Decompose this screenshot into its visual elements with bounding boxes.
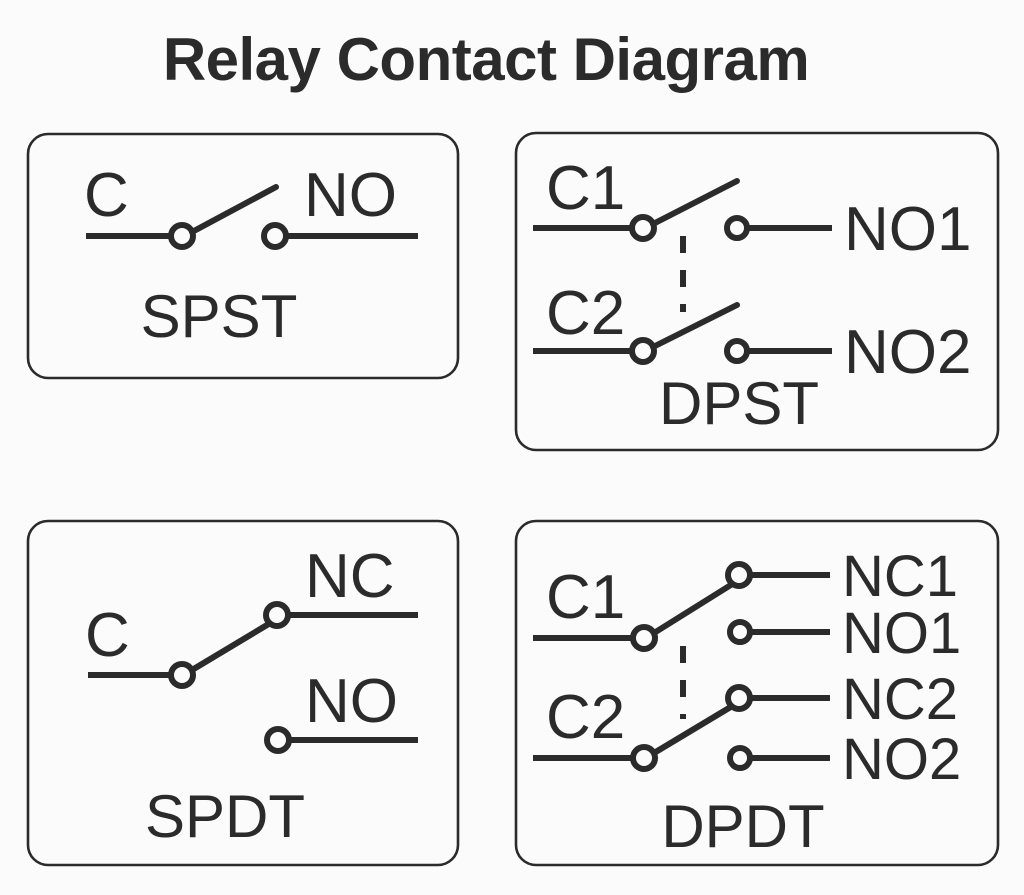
spst-blade [189, 184, 279, 235]
dpdt-no1-terminal [727, 619, 753, 645]
dpst-caption: DPST [659, 370, 819, 437]
dpdt-common1-terminal [630, 624, 658, 652]
panel-spst-border [26, 132, 460, 380]
panel-dpst: C1 C2 NO1 NO2 DPST [514, 131, 1000, 452]
dpdt-nc1-label: NC1 [842, 544, 958, 609]
dpst-common2-label: C2 [546, 279, 625, 348]
dpst-common1-terminal [629, 214, 657, 242]
dpst-common2-terminal [629, 337, 657, 365]
dpdt-no1-label: NO1 [842, 601, 961, 666]
dpdt-common2-terminal [630, 744, 658, 772]
dpst-no2-terminal [724, 338, 750, 364]
dpdt-nc1-terminal [725, 561, 753, 589]
dpdt-common2-label: C2 [546, 683, 625, 752]
spst-common-terminal [168, 222, 196, 250]
panel-dpdt-border [514, 519, 1000, 867]
dpdt-blade1 [651, 580, 737, 636]
spdt-nc-terminal [263, 601, 291, 629]
spst-caption: SPST [141, 283, 298, 350]
spst-no-terminal [261, 222, 289, 250]
panel-dpst-border [514, 131, 1000, 452]
dpst-no1-terminal [724, 215, 750, 241]
spdt-nc-label: NC [305, 542, 395, 611]
dpdt-nc2-label: NC2 [842, 667, 958, 732]
panel-spdt: C NC NO SPDT [26, 519, 460, 867]
panel-dpdt: C1 C2 NC1 NO1 NC2 NO2 DPDT [514, 519, 1000, 867]
dpdt-nc2-terminal [725, 684, 753, 712]
dpdt-blade2 [651, 702, 737, 756]
panel-spst: C NO SPST [26, 132, 460, 380]
dpst-blade2 [650, 302, 740, 350]
spdt-common-terminal [168, 661, 196, 689]
dpdt-caption: DPDT [661, 793, 824, 860]
spdt-blade [189, 619, 275, 673]
spst-common-label: C [84, 161, 129, 230]
spdt-no-label: NO [305, 667, 398, 736]
spst-no-label: NO [304, 161, 397, 230]
page-title: Relay Contact Diagram [163, 26, 809, 93]
dpst-no2-label: NO2 [844, 318, 971, 387]
dpdt-no2-terminal [727, 745, 753, 771]
dpst-common1-label: C1 [546, 154, 625, 223]
dpst-no1-label: NO1 [844, 195, 971, 264]
spdt-common-label: C [85, 601, 130, 670]
dpst-blade1 [650, 178, 740, 227]
spdt-caption: SPDT [145, 783, 305, 850]
spdt-no-terminal [264, 726, 292, 754]
panel-spdt-border [26, 519, 460, 867]
dpdt-no2-label: NO2 [842, 727, 961, 792]
dpdt-common1-label: C1 [546, 563, 625, 632]
